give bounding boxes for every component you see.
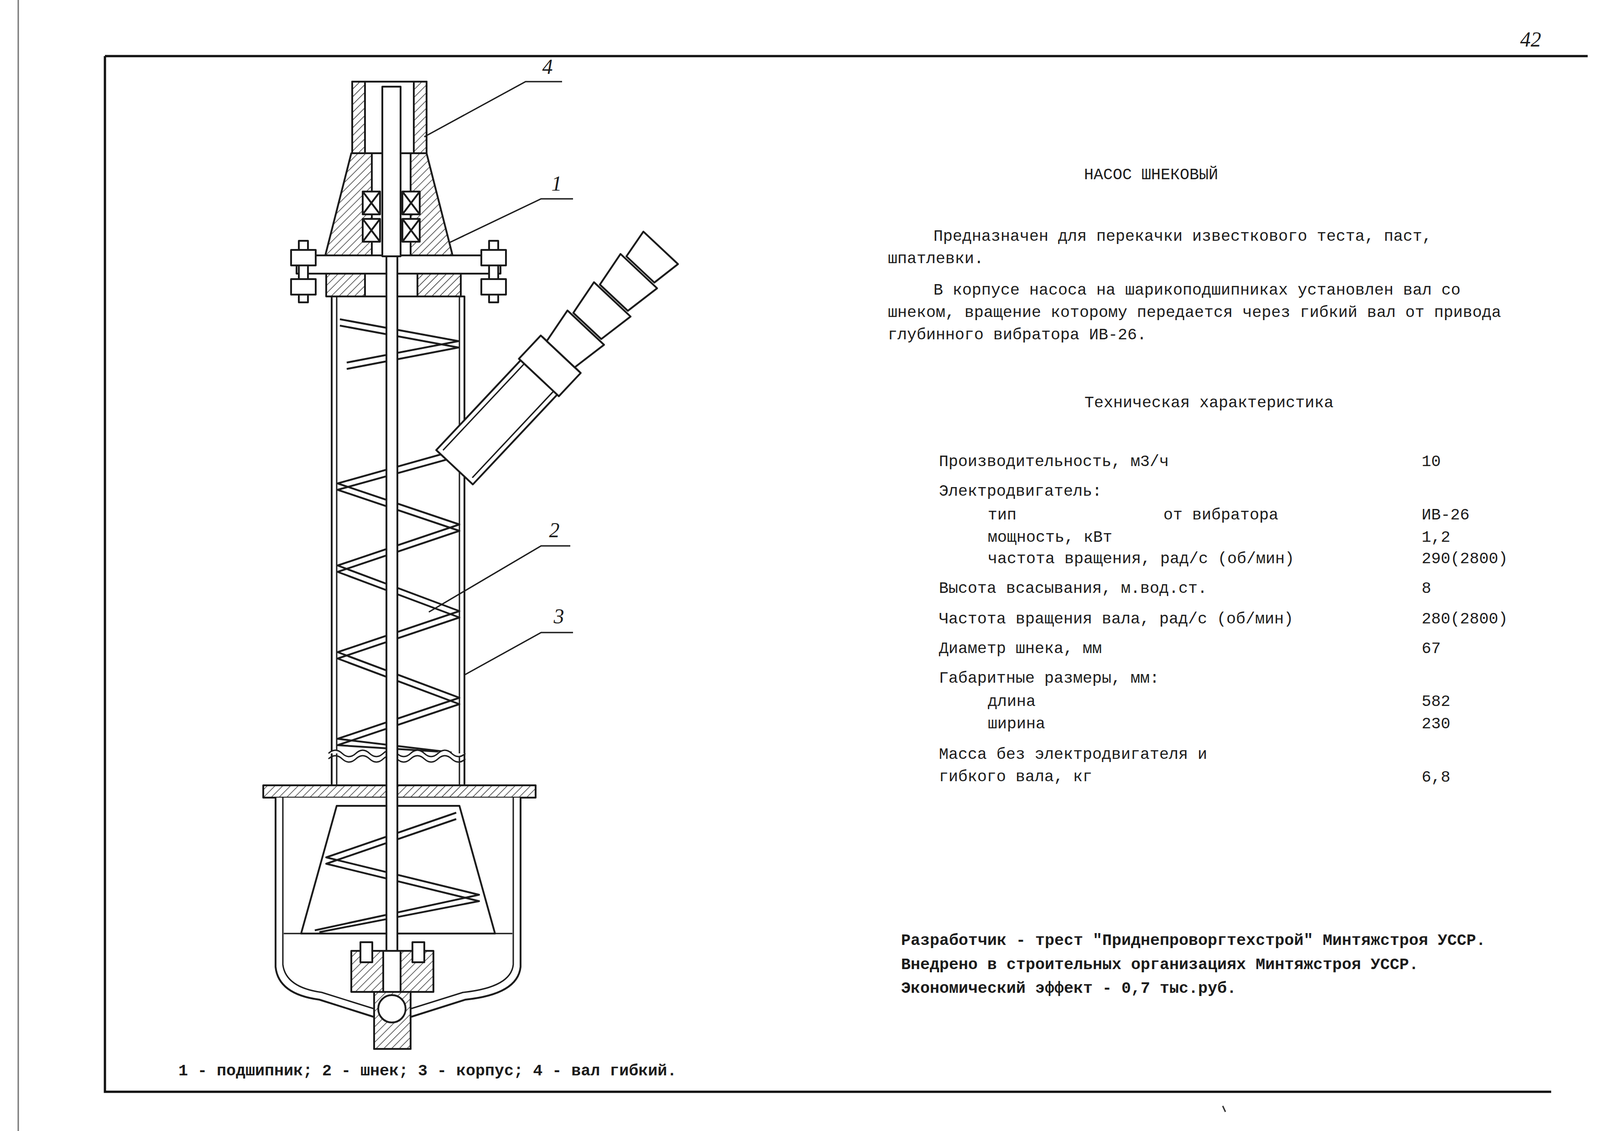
title: НАСОС ШНЕКОВЫЙ — [968, 164, 1334, 187]
spec-name: тип — [987, 504, 1017, 527]
sheet-frame — [104, 56, 1588, 1093]
spec-value: 280(2800) — [1421, 608, 1508, 631]
section-heading: Техническая характеристика — [1026, 392, 1392, 415]
leader-line — [464, 632, 574, 676]
outlet-pipe — [434, 229, 681, 486]
callout-number: 4 — [533, 55, 562, 79]
spec-name: ширина — [987, 713, 1046, 736]
spec-name: от вибратора — [1163, 504, 1279, 527]
parts-caption: 1 - подшипник; 2 - шнек; 3 - корпус; 4 -… — [178, 1060, 677, 1084]
developer-note: Внедрено в строительных организациях Мин… — [901, 954, 1419, 977]
leader-line — [428, 546, 571, 613]
pump-illustration — [263, 81, 681, 1050]
spec-name: Масса без электродвигателя и гибкого вал… — [938, 744, 1231, 789]
spec-name: Диаметр шнека, мм — [938, 638, 1102, 661]
spec-name: частота вращения, рад/с (об/мин) — [987, 548, 1295, 571]
spec-name: Габаритные размеры, мм: — [938, 667, 1160, 691]
spec-name: длина — [987, 691, 1036, 714]
spec-value: 1,2 — [1421, 526, 1451, 550]
callout-number: 2 — [540, 519, 569, 543]
spec-value: 290(2800) — [1421, 548, 1508, 571]
scan-mark — [1222, 1106, 1226, 1113]
page-number: 42 — [1505, 28, 1556, 52]
bottom-bearing — [351, 942, 434, 1050]
description-text: Предназначен для перекачки известкового … — [887, 225, 1513, 271]
leader-lines — [424, 81, 574, 676]
spec-value: 6,8 — [1421, 766, 1451, 790]
leader-line — [424, 81, 563, 137]
developer-note: Разработчик - трест "Приднепроворгтехстр… — [901, 930, 1486, 953]
leader-line — [449, 198, 574, 243]
spec-name: Частота вращения вала, рад/с (об/мин) — [938, 608, 1294, 631]
callout-number: 3 — [545, 605, 573, 629]
developer-note: Экономический эффект - 0,7 тыс.руб. — [901, 978, 1237, 1001]
spec-name: Электродвигатель: — [938, 480, 1102, 504]
spec-name: мощность, кВт — [987, 526, 1113, 550]
auger-flights — [337, 319, 460, 753]
spec-value: 10 — [1421, 451, 1441, 474]
description-text: В корпусе насоса на шарикоподшипниках ус… — [887, 279, 1513, 347]
spec-value: ИВ-26 — [1421, 504, 1470, 527]
spec-value: 8 — [1421, 578, 1432, 601]
spec-value: 230 — [1421, 713, 1451, 736]
spec-value: 67 — [1421, 638, 1441, 661]
intake-tray — [263, 785, 536, 1050]
auger-shaft — [382, 86, 401, 996]
spec-name: Производительность, м3/ч — [938, 451, 1169, 474]
scan-edge — [17, 0, 20, 1131]
spec-value: 582 — [1421, 691, 1451, 714]
spec-name: Высота всасывания, м.вод.ст. — [938, 578, 1208, 601]
callout-number: 1 — [542, 172, 571, 196]
